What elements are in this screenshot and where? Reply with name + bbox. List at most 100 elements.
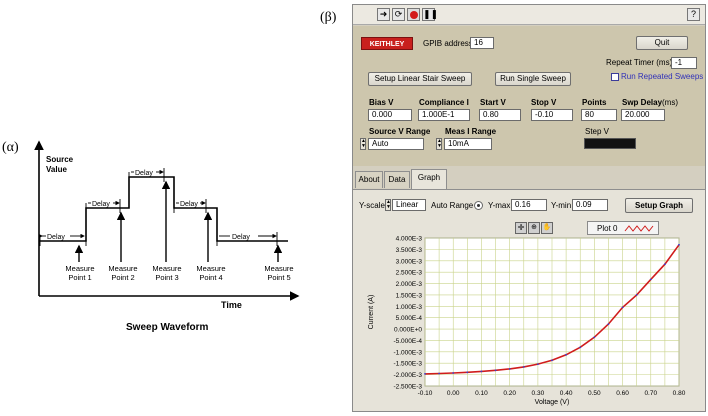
svg-text:Delay: Delay bbox=[232, 234, 250, 241]
run-arrow-icon[interactable]: ➜ bbox=[377, 8, 390, 21]
setup-linear-stair-sweep-button[interactable]: Setup Linear Stair Sweep bbox=[368, 72, 472, 86]
graph-palette: ✛ ⊕ ✋ bbox=[515, 222, 555, 234]
compliance-field[interactable]: 1.000E-1 bbox=[418, 109, 470, 121]
panel-label-beta: (β) bbox=[320, 10, 337, 25]
data-point bbox=[551, 359, 553, 362]
y-tick-label: -2.000E-3 bbox=[393, 372, 422, 379]
tab-bar: About Data Graph bbox=[353, 169, 705, 189]
data-point bbox=[522, 366, 525, 368]
stop-v-field[interactable]: -0.10 bbox=[531, 109, 573, 121]
x-tick-label: 0.20 bbox=[503, 390, 516, 397]
quit-button[interactable]: Quit bbox=[636, 36, 688, 50]
ymax-field[interactable]: 0.16 bbox=[511, 199, 547, 211]
y-tick-label: 2.500E-3 bbox=[396, 270, 423, 277]
delay-labels: Delay Delay Delay Delay Delay bbox=[47, 170, 250, 241]
help-icon[interactable]: ? bbox=[687, 8, 700, 21]
x-axis-label: Time bbox=[221, 300, 242, 310]
data-point bbox=[494, 369, 497, 372]
y-tick-label: 2.000E-3 bbox=[396, 281, 423, 288]
measure-point-4-line1: Measure bbox=[196, 264, 225, 273]
y-tick-label: -1.500E-3 bbox=[393, 361, 422, 368]
keithley-logo: KEITHLEY bbox=[361, 37, 413, 50]
delay-arrows bbox=[38, 169, 277, 239]
run-continuous-icon[interactable]: ⟳ bbox=[392, 8, 405, 21]
points-label: Points bbox=[582, 98, 607, 107]
auto-range-label: Auto Range bbox=[431, 201, 474, 210]
y-tick-label: -5.000E-4 bbox=[393, 338, 422, 345]
step-v-indicator bbox=[584, 138, 636, 149]
yscale-select[interactable]: Linear bbox=[392, 199, 426, 211]
data-point bbox=[438, 372, 440, 375]
data-point bbox=[466, 371, 469, 374]
measure-point-2-line2: Point 2 bbox=[111, 273, 134, 282]
y-tick-label: 3.000E-3 bbox=[396, 258, 423, 265]
meas-range-spinner-icon[interactable]: ▲▼ bbox=[436, 138, 442, 150]
plot-legend[interactable]: Plot 0 bbox=[587, 221, 659, 235]
source-v-range-select[interactable]: Auto bbox=[368, 138, 424, 150]
measure-point-2-line1: Measure bbox=[108, 264, 137, 273]
measure-point-labels: Measure Point 1 Measure Point 2 Measure … bbox=[65, 264, 293, 282]
svg-text:Delay: Delay bbox=[47, 234, 65, 241]
bias-field[interactable]: 0.000 bbox=[368, 109, 412, 121]
data-point bbox=[635, 294, 638, 296]
data-point bbox=[593, 336, 596, 339]
meas-i-range-select[interactable]: 10mA bbox=[444, 138, 492, 150]
step-v-label: Step V bbox=[585, 127, 610, 136]
pause-icon[interactable]: ❚❚ bbox=[422, 8, 439, 21]
sweep-waveform-diagram: Source Value Time Sweep Waveform Delay D… bbox=[34, 140, 300, 333]
pan-hand-icon[interactable]: ✋ bbox=[541, 222, 553, 234]
auto-range-toggle[interactable] bbox=[474, 201, 483, 210]
meas-i-range-label: Meas I Range bbox=[445, 127, 497, 136]
repeat-timer-label: Repeat Timer (ms) bbox=[606, 58, 673, 67]
x-tick-label: 0.40 bbox=[560, 390, 573, 397]
run-single-sweep-button[interactable]: Run Single Sweep bbox=[495, 72, 571, 86]
setup-graph-button[interactable]: Setup Graph bbox=[625, 198, 693, 213]
x-tick-label: 0.30 bbox=[532, 390, 545, 397]
zoom-icon[interactable]: ⊕ bbox=[528, 222, 540, 234]
swp-delay-label: Swp Delay(ms) bbox=[622, 98, 679, 107]
bias-label: Bias V bbox=[369, 98, 394, 107]
source-range-spinner-icon[interactable]: ▲▼ bbox=[360, 138, 366, 150]
x-tick-label: 0.00 bbox=[447, 390, 460, 397]
compliance-label: Compliance I bbox=[419, 98, 469, 107]
run-repeated-checkbox[interactable] bbox=[611, 73, 619, 81]
tab-about[interactable]: About bbox=[355, 171, 383, 188]
points-field[interactable]: 80 bbox=[581, 109, 617, 121]
swp-delay-field[interactable]: 20.000 bbox=[621, 109, 665, 121]
yscale-spinner-icon[interactable]: ▲▼ bbox=[385, 199, 391, 211]
measure-point-5-line2: Point 5 bbox=[267, 273, 290, 282]
data-point bbox=[664, 263, 666, 266]
yscale-label: Y-scale bbox=[359, 201, 385, 210]
stop-v-label: Stop V bbox=[531, 98, 557, 107]
measure-point-arrows bbox=[74, 180, 283, 262]
data-point bbox=[678, 243, 680, 246]
x-tick-label: 0.10 bbox=[475, 390, 488, 397]
ymin-field[interactable]: 0.09 bbox=[572, 199, 608, 211]
measure-point-1-line2: Point 1 bbox=[68, 273, 91, 282]
data-point bbox=[579, 346, 582, 349]
start-v-field[interactable]: 0.80 bbox=[479, 109, 521, 121]
measure-point-1-line1: Measure bbox=[65, 264, 94, 273]
zoom-crosshair-icon[interactable]: ✛ bbox=[515, 222, 527, 234]
svg-text:Delay: Delay bbox=[135, 170, 153, 177]
x-tick-label: -0.10 bbox=[418, 390, 433, 397]
measure-point-5-line1: Measure bbox=[264, 264, 293, 273]
measure-point-4-line2: Point 4 bbox=[199, 273, 222, 282]
grid-lines bbox=[424, 237, 680, 387]
data-point bbox=[537, 363, 539, 365]
tab-data[interactable]: Data bbox=[384, 171, 410, 188]
data-point bbox=[607, 323, 610, 325]
abort-icon[interactable] bbox=[407, 8, 420, 21]
data-point bbox=[565, 353, 567, 356]
repeat-timer-field[interactable]: -1 bbox=[671, 57, 697, 69]
staircase-waveform bbox=[39, 176, 288, 242]
tab-graph[interactable]: Graph bbox=[411, 169, 447, 189]
plot-legend-label: Plot 0 bbox=[597, 224, 618, 233]
svg-text:Delay: Delay bbox=[180, 201, 198, 208]
panel-label-alpha: (α) bbox=[2, 140, 19, 155]
ymax-label: Y-max bbox=[488, 201, 511, 210]
data-point bbox=[621, 306, 624, 309]
gpib-address-field[interactable]: 16 bbox=[470, 37, 494, 49]
iv-curve-chart: 4.000E-33.500E-33.000E-32.500E-32.000E-3… bbox=[368, 236, 686, 407]
